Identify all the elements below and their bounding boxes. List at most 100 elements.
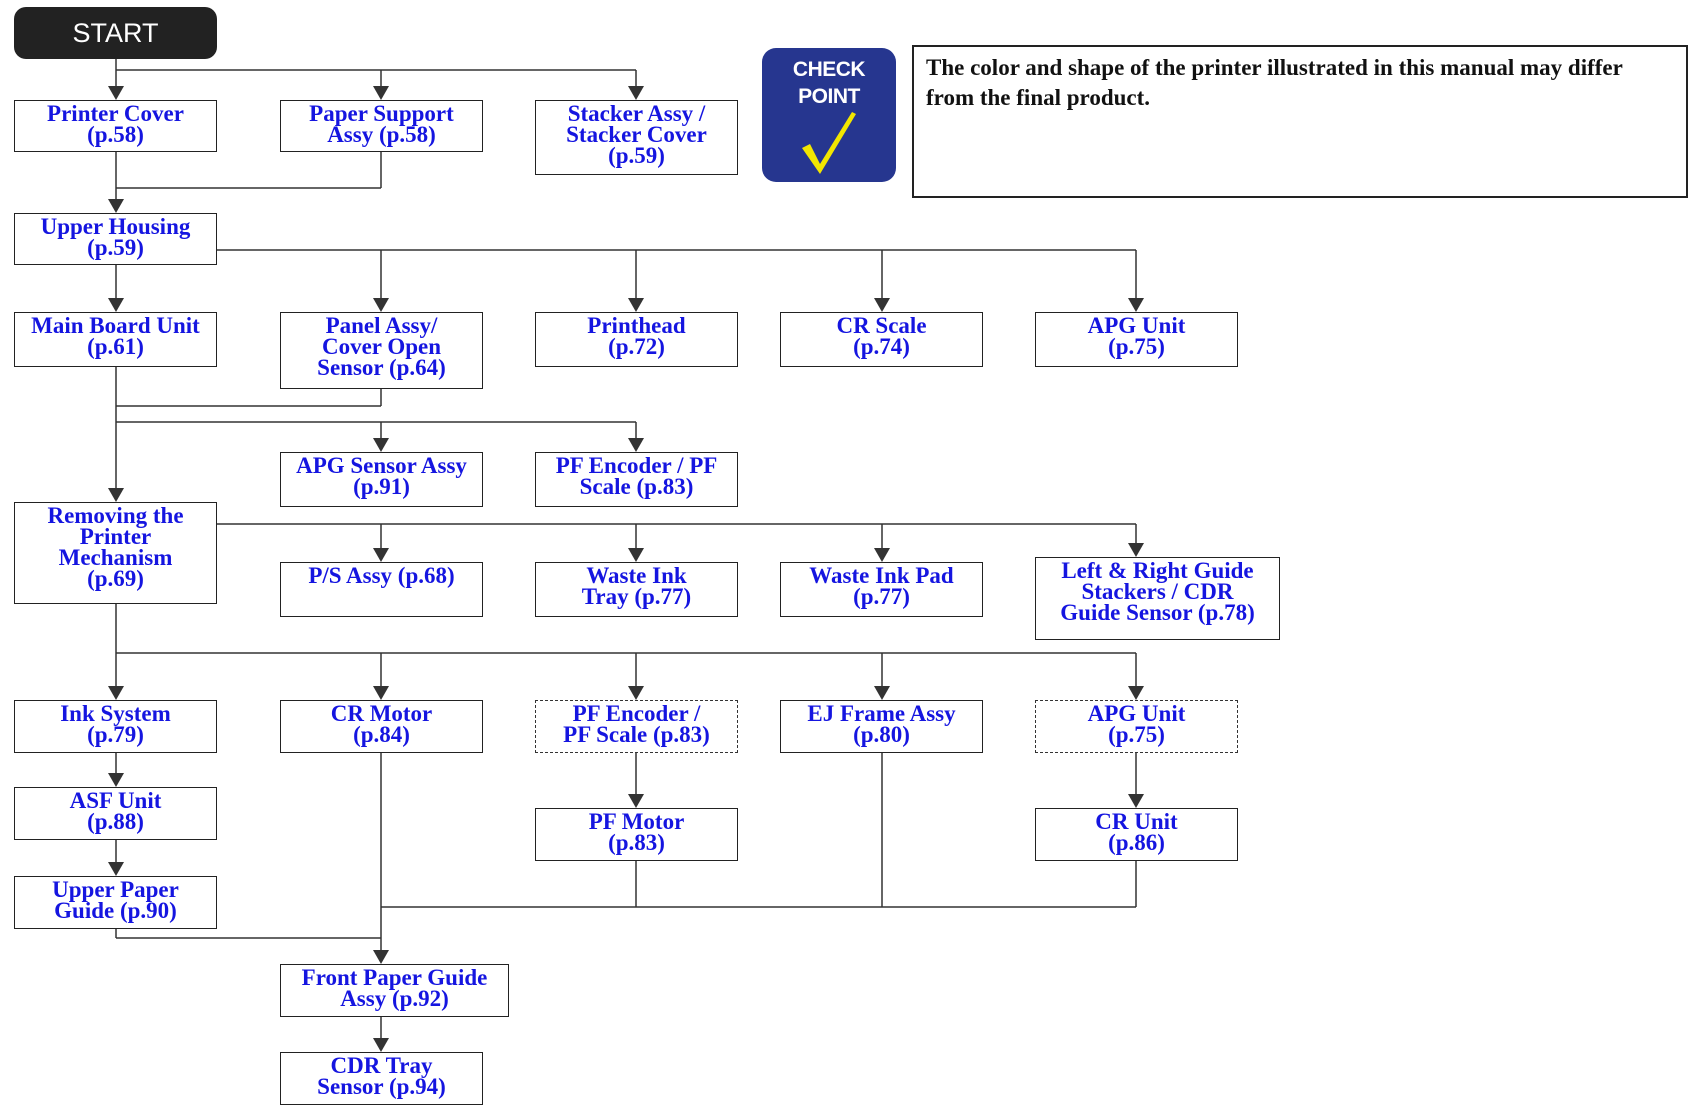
box-label-line: Paper Support — [309, 101, 454, 126]
box-label-line: (p.69) — [87, 566, 144, 591]
arrow-head — [373, 950, 389, 964]
arrow-head — [874, 548, 890, 562]
box-printhead[interactable]: Printhead(p.72) — [535, 312, 738, 367]
box-label-line: Stackers / CDR — [1081, 579, 1234, 604]
arrow-head — [1128, 298, 1144, 312]
box-label-line: Printhead — [587, 313, 686, 338]
arrow-head — [628, 86, 644, 100]
arrow-head — [373, 86, 389, 100]
box-label-line: (p.80) — [853, 722, 910, 747]
arrow-head — [373, 1038, 389, 1052]
box-pf-encoder-dashed[interactable]: PF Encoder /PF Scale (p.83) — [535, 700, 738, 753]
check-point-badge: CHECK POINT — [762, 48, 896, 182]
box-label-line: APG Unit — [1087, 701, 1186, 726]
box-label-line: P/S Assy (p.68) — [308, 563, 455, 588]
arrow-head — [1128, 543, 1144, 557]
box-label-line: CR Motor — [330, 701, 433, 726]
note-box: The color and shape of the printer illus… — [912, 45, 1688, 198]
arrow-head — [108, 298, 124, 312]
arrow-head — [108, 862, 124, 876]
box-label-line: Upper Paper — [52, 877, 179, 902]
box-ps-assy[interactable]: P/S Assy (p.68) — [280, 562, 483, 617]
box-label-line: (p.72) — [608, 334, 665, 359]
box-label-line: (p.83) — [608, 830, 665, 855]
box-apg-unit[interactable]: APG Unit(p.75) — [1035, 312, 1238, 367]
box-label-line: Upper Housing — [40, 214, 191, 239]
arrow-head — [108, 686, 124, 700]
box-label-line: Printer — [79, 524, 152, 549]
arrow-head — [628, 298, 644, 312]
box-label-line: (p.59) — [608, 143, 665, 168]
box-apg-sensor[interactable]: APG Sensor Assy(p.91) — [280, 452, 483, 507]
box-label-line: PF Encoder / — [572, 701, 701, 726]
arrow-head — [1128, 686, 1144, 700]
box-label-line: (p.79) — [87, 722, 144, 747]
arrow-head — [628, 686, 644, 700]
box-printer-cover[interactable]: Printer Cover(p.58) — [14, 100, 217, 152]
box-ej-frame[interactable]: EJ Frame Assy(p.80) — [780, 700, 983, 753]
box-pf-motor[interactable]: PF Motor(p.83) — [535, 808, 738, 861]
box-label-line: (p.74) — [853, 334, 910, 359]
box-label-line: Sensor (p.94) — [317, 1074, 446, 1099]
arrow-head — [1128, 794, 1144, 808]
box-label-line: Stacker Assy / — [567, 101, 706, 126]
arrow-head — [628, 438, 644, 452]
box-main-board[interactable]: Main Board Unit(p.61) — [14, 312, 217, 367]
box-cr-motor[interactable]: CR Motor(p.84) — [280, 700, 483, 753]
box-waste-ink-pad[interactable]: Waste Ink Pad(p.77) — [780, 562, 983, 617]
box-apg-unit-dashed[interactable]: APG Unit(p.75) — [1035, 700, 1238, 753]
box-label-line: (p.86) — [1108, 830, 1165, 855]
arrow-head — [108, 86, 124, 100]
arrow-head — [108, 488, 124, 502]
check-point-line2: POINT — [798, 85, 860, 108]
box-label-line: Main Board Unit — [31, 313, 200, 338]
box-label-line: Sensor (p.64) — [317, 355, 446, 380]
box-label-line: (p.59) — [87, 235, 144, 260]
arrow-head — [373, 298, 389, 312]
arrow-head — [874, 298, 890, 312]
box-label-line: Front Paper Guide — [301, 965, 488, 990]
box-cr-unit[interactable]: CR Unit(p.86) — [1035, 808, 1238, 861]
box-label-line: Stacker Cover — [566, 122, 707, 147]
checkmark-icon — [802, 112, 856, 174]
box-label-line: (p.75) — [1108, 722, 1165, 747]
box-label-line: (p.77) — [853, 584, 910, 609]
box-label-line: Scale (p.83) — [579, 474, 694, 499]
box-label-line: PF Encoder / PF — [555, 453, 718, 478]
box-label-line: Guide (p.90) — [54, 898, 177, 923]
box-label-line: APG Unit — [1087, 313, 1186, 338]
arrow-head — [108, 199, 124, 213]
box-upper-housing[interactable]: Upper Housing(p.59) — [14, 213, 217, 265]
check-point-line1: CHECK — [792, 58, 866, 81]
box-label-line: (p.58) — [87, 122, 144, 147]
arrow-head — [373, 686, 389, 700]
box-label-line: Waste Ink — [586, 563, 687, 588]
box-asf-unit[interactable]: ASF Unit(p.88) — [14, 787, 217, 840]
box-cr-scale[interactable]: CR Scale(p.74) — [780, 312, 983, 367]
box-label-line: (p.61) — [87, 334, 144, 359]
box-stacker[interactable]: Stacker Assy /Stacker Cover(p.59) — [535, 100, 738, 175]
box-ink-system[interactable]: Ink System(p.79) — [14, 700, 217, 753]
arrow-head — [108, 773, 124, 787]
box-label-line: (p.84) — [353, 722, 410, 747]
box-label-line: CR Scale — [836, 313, 927, 338]
box-label-line: (p.88) — [87, 809, 144, 834]
box-label-line: Removing the — [47, 503, 184, 528]
box-label-line: (p.91) — [353, 474, 410, 499]
box-label-line: EJ Frame Assy — [807, 701, 956, 726]
box-label-line: PF Scale (p.83) — [563, 722, 710, 747]
box-label-line: Guide Sensor (p.78) — [1060, 600, 1255, 625]
box-label-line: Assy (p.92) — [340, 986, 449, 1011]
arrow-head — [874, 686, 890, 700]
